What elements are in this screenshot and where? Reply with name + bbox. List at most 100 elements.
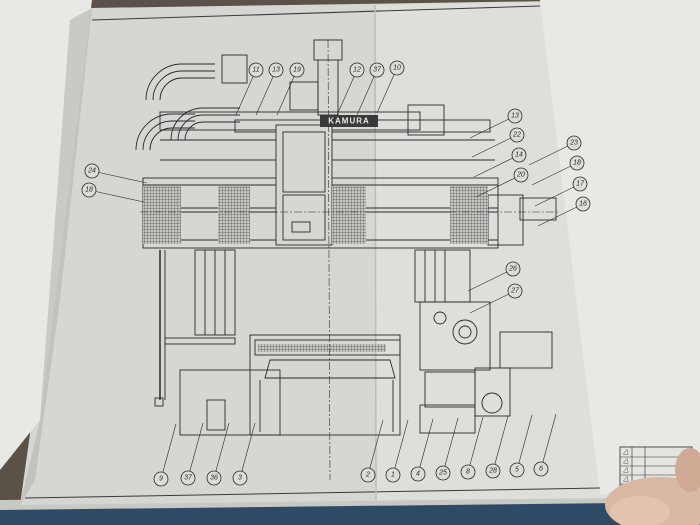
callout-19: 19 (276, 62, 305, 116)
callout-circle (569, 155, 585, 171)
callout-18: 18 (531, 155, 585, 186)
callout-16: 16 (537, 196, 591, 227)
callout-circle (206, 470, 222, 486)
callout-circle (507, 108, 523, 124)
leader-line (367, 419, 384, 476)
callout-label: 13 (511, 113, 519, 120)
callout-label: 26 (508, 266, 517, 273)
callout-1: 1 (385, 419, 409, 483)
callout-18: 18 (81, 182, 145, 203)
right-page (540, 0, 700, 495)
leader-line (475, 174, 522, 198)
leader-line (160, 423, 177, 480)
leader-line (442, 417, 459, 474)
leader-line (91, 170, 148, 184)
leader-line (417, 418, 434, 475)
callout-14: 14 (473, 147, 527, 178)
callout-label: 4 (416, 471, 420, 478)
revision-mark: △ (622, 458, 629, 465)
callout-circle (507, 283, 523, 299)
callout-circle (513, 167, 529, 183)
callout-37: 37 (356, 62, 385, 116)
callout-25: 25 (435, 417, 459, 481)
leader-line (534, 183, 581, 207)
leader-line (516, 414, 533, 471)
callout-13: 13 (469, 108, 523, 139)
callout-36: 36 (206, 422, 230, 486)
callout-circle (369, 62, 385, 78)
revision-mark: △ (622, 476, 629, 483)
callout-circle (248, 62, 264, 78)
callout-circle (410, 466, 426, 482)
nameplate-text: KAMURA (328, 117, 370, 126)
callout-label: 28 (488, 468, 497, 475)
callout-circle (180, 470, 196, 486)
callout-37: 37 (180, 422, 204, 486)
callout-27: 27 (469, 283, 523, 314)
callout-label: 10 (393, 65, 401, 72)
leader-line (392, 419, 409, 476)
callout-label: 20 (516, 172, 525, 179)
leader-line (469, 290, 516, 314)
callout-23: 23 (528, 135, 582, 166)
callout-12: 12 (336, 62, 365, 116)
leader-line (528, 142, 575, 166)
callout-circle (572, 176, 588, 192)
callout-label: 8 (466, 469, 470, 476)
callout-9: 9 (153, 423, 177, 487)
callout-circle (566, 135, 582, 151)
callout-circle (435, 465, 451, 481)
callout-circle (153, 471, 169, 487)
callout-label: 36 (210, 475, 218, 482)
callout-2: 2 (360, 419, 384, 483)
callout-label: 18 (573, 160, 581, 167)
hand (605, 448, 700, 525)
callout-circle (505, 261, 521, 277)
callout-5: 5 (509, 414, 533, 478)
callout-label: 19 (293, 67, 301, 74)
leader-line (469, 115, 516, 139)
callout-28: 28 (485, 415, 509, 479)
callout-circle (389, 60, 405, 76)
callout-circle (460, 464, 476, 480)
leader-line (187, 422, 204, 479)
callout-circle (509, 462, 525, 478)
callout-label: 17 (576, 181, 585, 188)
callout-circle (485, 463, 501, 479)
center-line (327, 39, 331, 481)
callout-circle (533, 461, 549, 477)
leader-line (88, 189, 145, 203)
leader-line (540, 413, 557, 470)
callout-circle (349, 62, 365, 78)
leader-line (471, 134, 518, 158)
callout-label: 13 (272, 67, 280, 74)
callout-label: 16 (579, 201, 587, 208)
callout-22: 22 (471, 127, 525, 158)
revision-mark: △ (622, 467, 629, 474)
callout-11: 11 (235, 62, 264, 116)
leader-line (467, 268, 514, 292)
leader-line (473, 154, 520, 178)
callout-24: 24 (84, 163, 148, 184)
callout-17: 17 (534, 176, 588, 207)
callout-circle (232, 470, 248, 486)
callout-label: 37 (184, 475, 193, 482)
callout-20: 20 (475, 167, 529, 198)
callout-circle (385, 467, 401, 483)
callout-label: 14 (515, 152, 523, 159)
leader-line (235, 69, 257, 116)
callout-circle (360, 467, 376, 483)
leader-line (531, 162, 578, 186)
center-fold (374, 4, 377, 501)
callout-label: 5 (515, 467, 519, 474)
callout-circle (289, 62, 305, 78)
callout-label: 9 (159, 476, 163, 483)
leader-line (239, 422, 256, 479)
callout-label: 27 (510, 288, 520, 295)
callout-label: 11 (252, 67, 259, 74)
page-shadow (20, 8, 92, 505)
callout-circle (268, 62, 284, 78)
leader-line (213, 422, 230, 479)
revision-mark: △ (622, 449, 629, 456)
